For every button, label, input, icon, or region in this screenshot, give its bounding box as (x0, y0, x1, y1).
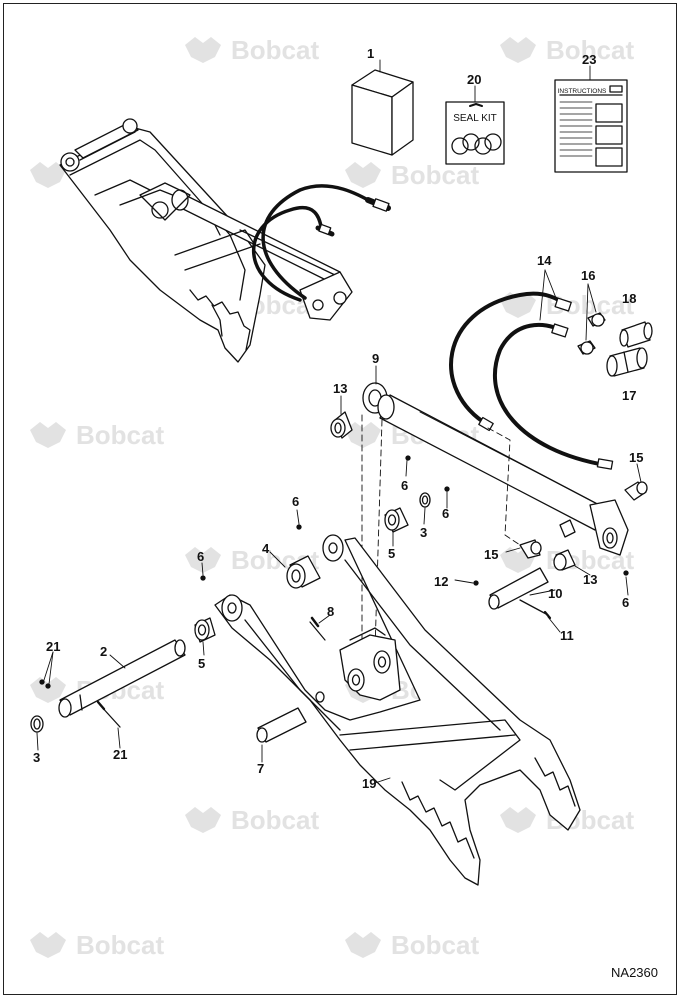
callout-6-right: 6 (442, 506, 449, 521)
callout-17: 17 (622, 388, 636, 403)
watermark: Bobcat (345, 930, 479, 960)
bobcat-logo-icon (345, 932, 381, 958)
bushing-5-upper (384, 507, 409, 533)
watermark-text: Bobcat (391, 930, 479, 960)
callout-numbers: 1 20 23 14 16 18 17 9 13 6 15 6 3 6 5 4 … (33, 46, 643, 791)
seal-kit-card (445, 101, 505, 165)
grease-fittings (200, 455, 629, 586)
callout-21-upper: 21 (46, 639, 60, 654)
instructions-sheet (554, 79, 628, 173)
bobcat-logo-icon (30, 162, 66, 188)
callout-3-upper: 3 (420, 525, 427, 540)
callout-6-left: 6 (292, 494, 299, 509)
callout-5-lower: 5 (198, 656, 205, 671)
watermark: Bobcat (345, 160, 479, 190)
assembly-lines (361, 414, 521, 666)
instructions-label: INSTRUCTIONS (558, 88, 607, 95)
callout-12: 12 (434, 574, 448, 589)
callout-8: 8 (327, 604, 334, 619)
bobcat-logo-icon (185, 37, 221, 63)
bobcat-logo-icon (185, 807, 221, 833)
callout-10: 10 (548, 586, 562, 601)
bushing-4 (286, 555, 321, 589)
pin-10 (488, 567, 549, 610)
bobcat-logo-icon (345, 422, 381, 448)
pin-8 (309, 616, 326, 641)
watermark: Bobcat (30, 930, 164, 960)
bushing-13-lower (553, 549, 576, 571)
assembled-hoses (252, 184, 391, 302)
coupler-18 (619, 321, 653, 348)
callout-13-upper: 13 (333, 381, 347, 396)
drawing-code: NA2360 (611, 965, 658, 980)
drawing-border (3, 3, 677, 995)
callout-9: 9 (372, 351, 379, 366)
callout-20: 20 (467, 72, 481, 87)
seal-kit-label: SEAL KIT (453, 113, 497, 124)
watermark-text: Bobcat (231, 805, 319, 835)
bobcat-logo-icon (345, 162, 381, 188)
callout-18: 18 (622, 291, 636, 306)
bobcat-logo-icon (500, 37, 536, 63)
callout-16: 16 (581, 268, 595, 283)
bobcat-logo-icon (185, 547, 221, 573)
callout-2: 2 (100, 644, 107, 659)
callout-3-lower: 3 (33, 750, 40, 765)
leader-lines (36, 59, 642, 784)
pin-7 (256, 707, 307, 743)
callout-6-cylinder: 6 (401, 478, 408, 493)
watermark: Bobcat (30, 420, 164, 450)
callout-14: 14 (537, 253, 552, 268)
callout-23: 23 (582, 52, 596, 67)
coupler-17 (606, 347, 648, 377)
pin-2 (58, 639, 186, 718)
callout-11: 11 (560, 628, 574, 643)
callout-13-lower: 13 (583, 572, 597, 587)
watermark: Bobcat (500, 35, 634, 65)
callout-5-upper: 5 (388, 546, 395, 561)
callout-15-lower: 15 (484, 547, 498, 562)
callout-6-base: 6 (622, 595, 629, 610)
callout-7: 7 (257, 761, 264, 776)
elbow-fitting-15-upper (624, 481, 648, 501)
watermark-text: Bobcat (76, 420, 164, 450)
bobcat-logo-icon (30, 932, 66, 958)
retaining-ring-3-lower (30, 715, 44, 733)
hydraulic-cylinder (362, 382, 629, 556)
callout-19: 19 (362, 776, 376, 791)
bobcat-logo-icon (30, 677, 66, 703)
bushing-5-lower (194, 617, 216, 643)
adapter-16-upper (587, 312, 606, 327)
callout-1: 1 (367, 46, 374, 61)
callout-4: 4 (262, 541, 270, 556)
grapple-arm-19 (214, 534, 581, 886)
assembled-grapple-view (59, 118, 353, 363)
bolt-11 (519, 599, 552, 620)
bolt-21 (96, 700, 121, 728)
washer-3-upper (419, 492, 431, 508)
bobcat-logo-icon (500, 807, 536, 833)
bobcat-logo-icon (30, 422, 66, 448)
watermark-text: Bobcat (391, 160, 479, 190)
callout-21-lower: 21 (113, 747, 127, 762)
callout-15-upper: 15 (629, 450, 643, 465)
watermark-text: Bobcat (231, 35, 319, 65)
adapter-16-lower (577, 340, 596, 355)
hydraulic-hoses (449, 291, 614, 470)
elbow-fitting-15-lower (519, 539, 542, 559)
callout-6-ear: 6 (197, 549, 204, 564)
watermark-text: Bobcat (546, 35, 634, 65)
kit-box (351, 69, 414, 156)
watermark: Bobcat (185, 35, 319, 65)
nut-21 (39, 679, 51, 689)
bushing-13-upper (330, 411, 353, 439)
watermark: Bobcat (185, 805, 319, 835)
watermark-text: Bobcat (76, 930, 164, 960)
